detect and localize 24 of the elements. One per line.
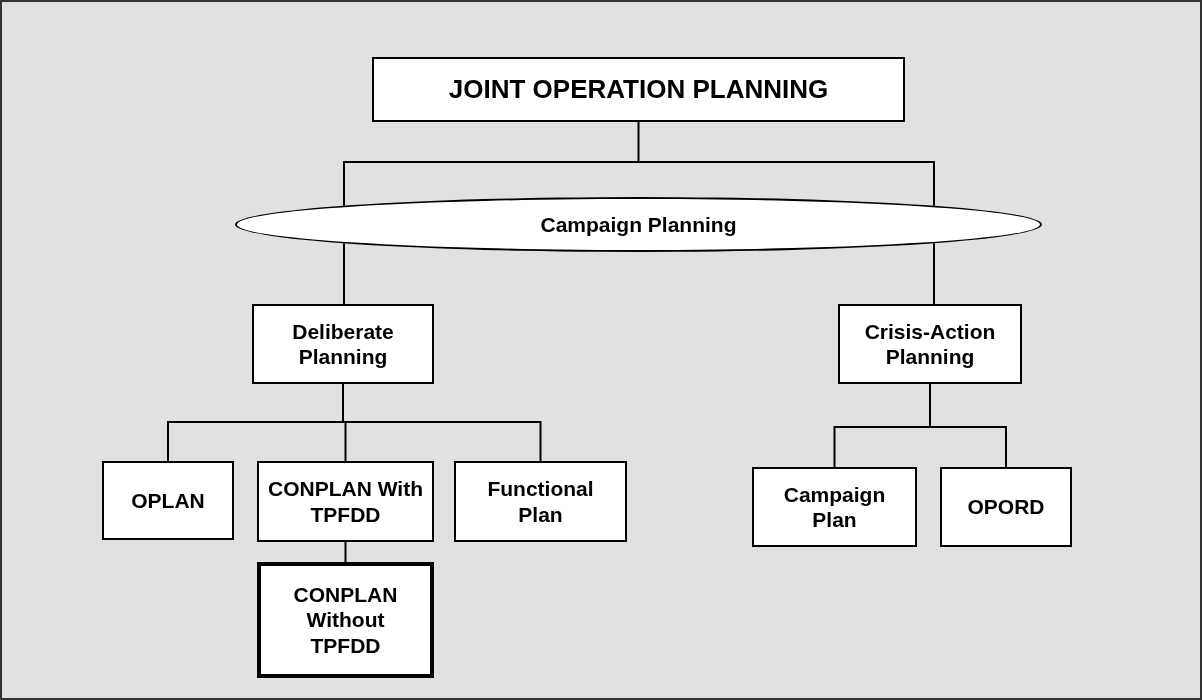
process-box (252, 304, 434, 384)
node-label: Campaign Planning (540, 211, 737, 238)
process-box (372, 57, 905, 122)
process-box (454, 461, 627, 542)
node-label: JOINT OPERATION PLANNING (448, 73, 829, 106)
process-box (257, 562, 434, 678)
node-label: Deliberate Planning (291, 318, 395, 370)
connector-line (344, 541, 347, 563)
node-label: OPORD (967, 494, 1045, 520)
process-box (752, 467, 917, 547)
node-label: Functional Plan (486, 476, 595, 527)
connector-line (343, 242, 345, 305)
connector-line (933, 242, 935, 305)
process-box (940, 467, 1072, 547)
process-box (257, 461, 434, 542)
node-label: OPLAN (131, 487, 205, 514)
node-label: CONPLAN Without TPFDD (292, 582, 399, 658)
connector-line (343, 121, 935, 207)
connector-line (929, 383, 1007, 468)
node-label: Crisis-Action Planning (863, 318, 997, 370)
process-box (102, 461, 234, 540)
process-box (838, 304, 1022, 384)
node-label: Campaign Plan (782, 481, 887, 533)
node-label: CONPLAN With TPFDD (267, 476, 424, 527)
